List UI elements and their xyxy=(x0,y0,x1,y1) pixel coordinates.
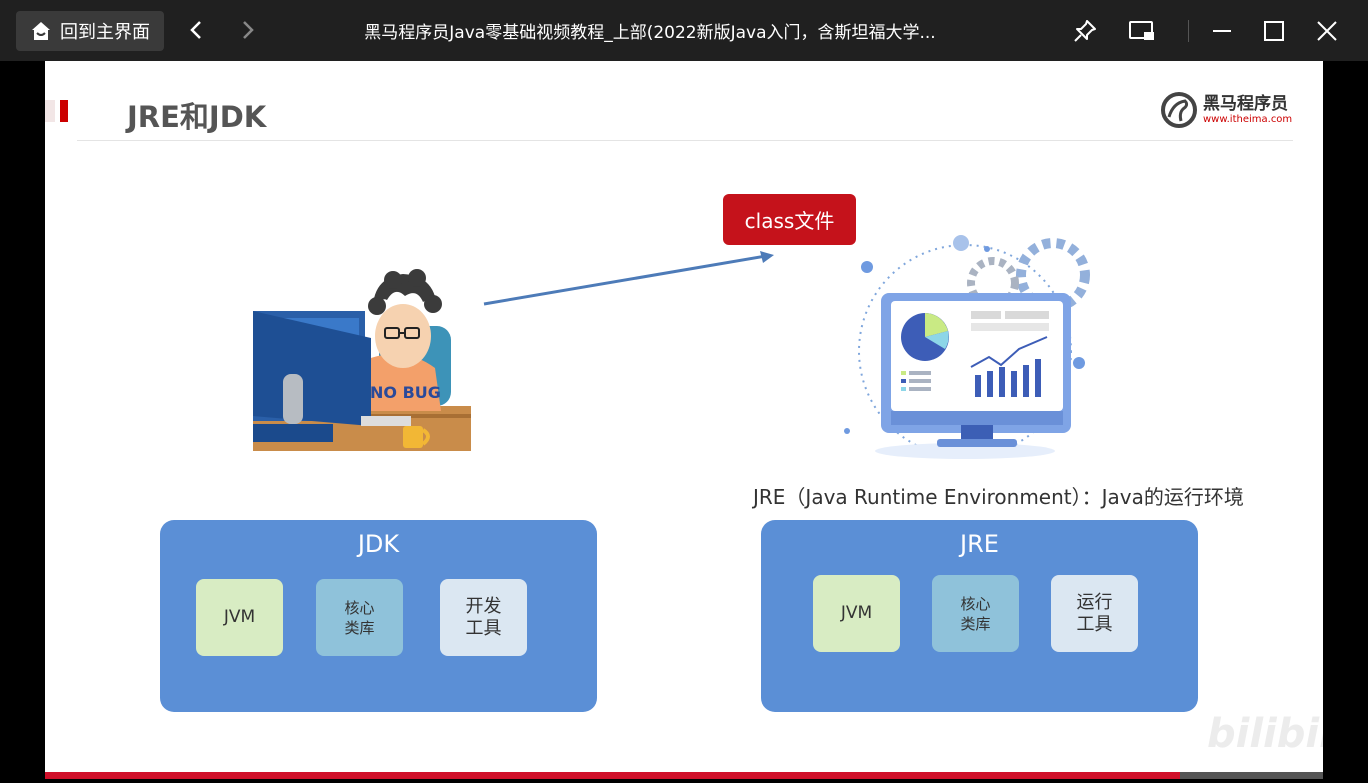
chip-line: 类库 xyxy=(960,614,991,633)
class-file-label: class文件 xyxy=(723,194,856,245)
slide-accent-bar xyxy=(60,100,68,122)
logo-url: www.itheima.com xyxy=(1203,113,1293,125)
chip-line: 类库 xyxy=(344,618,375,637)
chip-line: 工具 xyxy=(1076,613,1113,635)
title-bar: 回到主界面 黑马程序员Java零基础视频教程_上部(2022新版Java入门，含… xyxy=(0,0,1368,61)
jre-caption: JRE（Java Runtime Environment）：Java的运行环境 xyxy=(753,485,1244,509)
picture-in-picture-icon xyxy=(1129,21,1154,40)
jre-jvm-chip: JVM xyxy=(813,575,900,652)
pin-icon xyxy=(1074,20,1096,42)
svg-text:NO BUG: NO BUG xyxy=(370,383,441,402)
jre-panel: JRE JVM 核心 类库 运行 工具 xyxy=(761,520,1198,712)
chip-line: 运行 xyxy=(1076,591,1113,613)
runtime-monitor-illustration xyxy=(844,235,1090,459)
bottom-edge xyxy=(0,779,1368,783)
jdk-jvm-chip: JVM xyxy=(196,579,283,656)
jre-core-library-chip: 核心 类库 xyxy=(932,575,1019,652)
video-progress-fill xyxy=(45,772,1180,779)
chevron-right-icon xyxy=(243,21,254,39)
video-slide[interactable]: JRE和JDK 黑马程序员 www.itheima.com NO BUG xyxy=(45,61,1323,772)
chip-line: JVM xyxy=(223,607,256,627)
picture-in-picture-button[interactable] xyxy=(1127,16,1157,46)
close-icon xyxy=(1317,21,1337,41)
flow-arrow xyxy=(483,251,774,306)
back-button[interactable] xyxy=(182,16,210,44)
jdk-dev-tools-chip: 开发 工具 xyxy=(440,579,527,656)
video-progress-bar[interactable] xyxy=(45,772,1323,779)
chip-line: JVM xyxy=(840,603,873,623)
maximize-icon xyxy=(1264,21,1284,41)
chip-line: 核心 xyxy=(960,594,991,613)
minimize-button[interactable] xyxy=(1207,16,1237,46)
maximize-button[interactable] xyxy=(1259,16,1289,46)
home-button-label: 回到主界面 xyxy=(60,22,150,43)
slide-heading: JRE和JDK xyxy=(127,100,267,134)
chip-line: 核心 xyxy=(344,598,375,617)
chip-line: 开发 xyxy=(465,595,502,617)
window-title: 黑马程序员Java零基础视频教程_上部(2022新版Java入门，含斯坦福大学.… xyxy=(364,23,936,43)
bilibili-watermark: bilibili xyxy=(1207,711,1323,757)
jdk-core-library-chip: 核心 类库 xyxy=(316,579,403,656)
home-icon xyxy=(32,22,50,40)
minimize-icon xyxy=(1213,30,1231,32)
itheima-logo: 黑马程序员 www.itheima.com xyxy=(1159,91,1292,129)
forward-button[interactable] xyxy=(234,16,262,44)
horse-logo-icon xyxy=(1161,92,1197,128)
jre-runtime-tools-chip: 运行 工具 xyxy=(1051,575,1138,652)
slide-divider xyxy=(77,140,1293,141)
slide-accent-shadow xyxy=(45,100,55,122)
pin-button[interactable] xyxy=(1070,16,1100,46)
jdk-panel: JDK JVM 核心 类库 开发 工具 xyxy=(160,520,597,712)
programmer-illustration: NO BUG xyxy=(253,269,471,451)
home-button[interactable]: 回到主界面 xyxy=(16,11,164,51)
chip-line: 工具 xyxy=(465,617,502,639)
close-button[interactable] xyxy=(1312,16,1342,46)
logo-name: 黑马程序员 xyxy=(1203,93,1288,114)
titlebar-separator xyxy=(1188,20,1189,42)
jdk-panel-title: JDK xyxy=(357,530,400,558)
chevron-left-icon xyxy=(190,21,201,39)
jre-panel-title: JRE xyxy=(960,530,999,558)
